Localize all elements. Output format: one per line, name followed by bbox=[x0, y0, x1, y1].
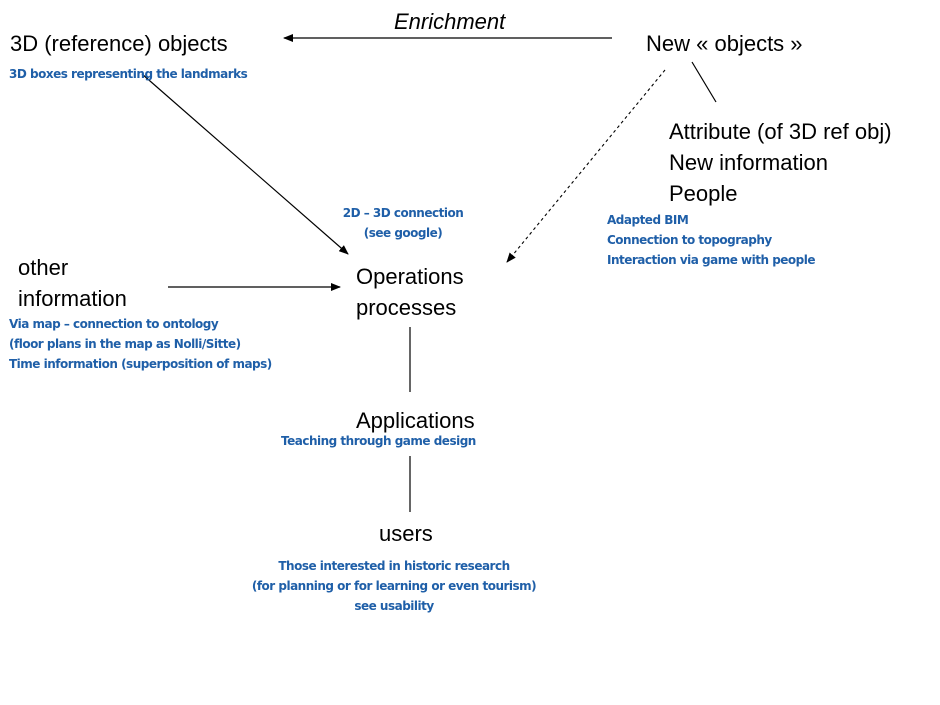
operations-notes: 2D – 3D connection (see google) bbox=[318, 203, 488, 243]
applications-note: Teaching through game design bbox=[281, 434, 476, 448]
attribute-block: Attribute (of 3D ref obj) New informatio… bbox=[669, 116, 892, 209]
operations-note: 2D – 3D connection bbox=[342, 206, 464, 220]
attribute-note: Interaction via game with people bbox=[607, 253, 816, 267]
attribute-notes: Adapted BIM Connection to topography Int… bbox=[607, 210, 816, 270]
people-line: People bbox=[669, 181, 738, 206]
reference-objects-label: 3D (reference) objects bbox=[10, 31, 228, 56]
operations-note: (see google) bbox=[363, 226, 443, 240]
operations-line: Operations bbox=[356, 264, 464, 289]
operations-block: Operations processes bbox=[356, 261, 464, 323]
users-note: Those interested in historic research bbox=[278, 559, 510, 573]
users-notes: Those interested in historic research (f… bbox=[224, 556, 564, 616]
reference-to-operations-arrow bbox=[141, 73, 349, 255]
other-information-note: Via map – connection to ontology bbox=[9, 317, 219, 331]
new-information-line: New information bbox=[669, 150, 828, 175]
attribute-note: Adapted BIM bbox=[607, 213, 689, 227]
other-information-block: other information bbox=[18, 252, 127, 314]
enrichment-label: Enrichment bbox=[394, 9, 506, 34]
other-information-note: (floor plans in the map as Nolli/Sitte) bbox=[9, 337, 241, 351]
reference-objects-note: 3D boxes representing the landmarks bbox=[9, 67, 248, 81]
objects-to-attribute-line bbox=[691, 61, 717, 103]
attribute-note: Connection to topography bbox=[607, 233, 772, 247]
users-note: see usability bbox=[354, 599, 434, 613]
users-note: (for planning or for learning or even to… bbox=[251, 579, 537, 593]
information-line: information bbox=[18, 286, 127, 311]
processes-line: processes bbox=[356, 295, 457, 320]
applications-label: Applications bbox=[356, 408, 475, 433]
users-label: users bbox=[379, 521, 433, 546]
new-objects-label: New « objects » bbox=[646, 31, 803, 56]
attribute-line: Attribute (of 3D ref obj) bbox=[669, 119, 892, 144]
other-line: other bbox=[18, 255, 69, 280]
other-information-note: Time information (superposition of maps) bbox=[9, 357, 272, 371]
other-information-notes: Via map – connection to ontology (floor … bbox=[9, 314, 272, 374]
